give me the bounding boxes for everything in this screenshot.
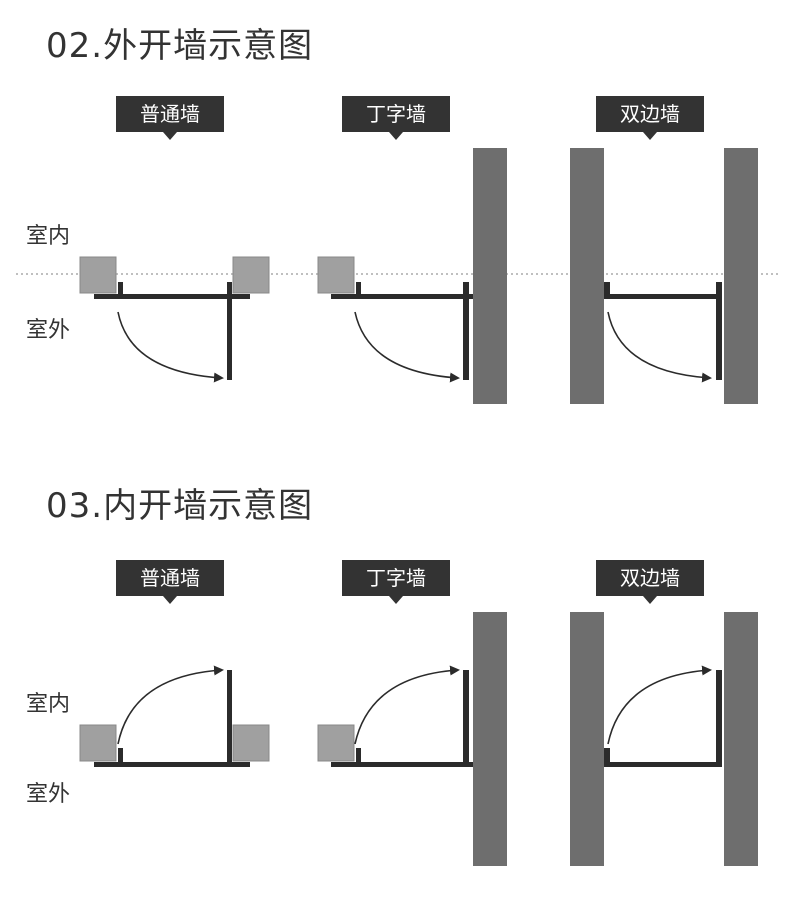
pillar <box>79 256 117 294</box>
indoor-label: 室内 <box>26 692 71 717</box>
wall <box>570 148 604 404</box>
door-leaf <box>463 282 469 380</box>
door-leaf <box>227 670 232 764</box>
door-leaf <box>227 282 232 380</box>
section-title-outward: 02.外开墙示意图 <box>46 26 314 66</box>
door-stop <box>356 282 361 296</box>
door-frame <box>331 294 473 299</box>
swing-arrow <box>607 665 712 745</box>
section-title-inward: 03.内开墙示意图 <box>46 486 314 526</box>
door-stop <box>118 748 123 764</box>
outward-double-wall-diagram <box>570 148 758 404</box>
wall <box>473 612 507 866</box>
tag-t-wall: 丁字墙 <box>342 96 450 140</box>
inward-double-wall-diagram <box>570 612 758 866</box>
wall <box>724 148 758 404</box>
tag-normal-wall: 普通墙 <box>116 96 224 140</box>
door-frame <box>604 294 722 299</box>
door-frame <box>331 762 473 767</box>
door-frame <box>94 294 250 299</box>
wall <box>570 612 604 866</box>
wall <box>473 148 507 404</box>
tag-double-wall: 双边墙 <box>596 560 704 604</box>
swing-arrow <box>117 311 224 383</box>
door-stop <box>604 748 610 764</box>
swing-arrow <box>354 665 460 745</box>
tag-double-wall: 双边墙 <box>596 96 704 140</box>
outward-normal-wall-diagram <box>79 256 270 383</box>
inward-normal-wall-diagram <box>79 665 270 767</box>
door-leaf <box>716 670 722 764</box>
indoor-label: 室内 <box>26 224 71 249</box>
door-frame <box>604 762 722 767</box>
swing-arrow <box>607 311 712 383</box>
pillar <box>232 724 270 762</box>
door-leaf <box>463 670 469 764</box>
door-frame <box>94 762 250 767</box>
pillar <box>317 724 355 762</box>
door-stop <box>356 748 361 764</box>
inward-t-wall-diagram <box>317 612 507 866</box>
swing-arrow <box>354 311 460 383</box>
tag-t-wall: 丁字墙 <box>342 560 450 604</box>
pillar <box>79 724 117 762</box>
wall <box>724 612 758 866</box>
outdoor-label: 室外 <box>26 318 71 343</box>
tag-normal-wall: 普通墙 <box>116 560 224 604</box>
outdoor-label: 室外 <box>26 782 71 807</box>
outward-t-wall-diagram <box>317 148 507 404</box>
pillar <box>232 256 270 294</box>
door-stop <box>604 282 610 296</box>
door-leaf <box>716 282 722 380</box>
swing-arrow <box>117 665 224 745</box>
pillar <box>317 256 355 294</box>
door-stop <box>118 282 123 296</box>
